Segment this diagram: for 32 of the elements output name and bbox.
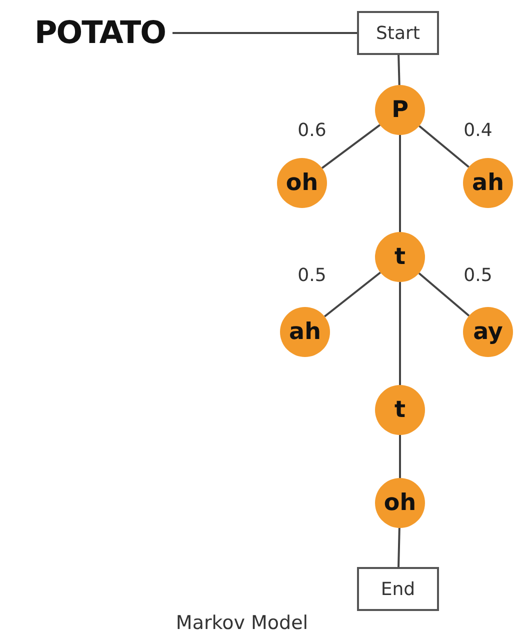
state-box	[357, 567, 439, 611]
state-circle	[375, 85, 425, 135]
connector-line	[399, 435, 401, 478]
state-label: oh	[384, 490, 416, 516]
connector-line	[399, 282, 401, 385]
connector-line	[398, 54, 400, 86]
state-label: ah	[289, 319, 321, 345]
connector-line	[418, 125, 470, 168]
word-label: POTATO	[34, 15, 166, 51]
state-label: P	[392, 97, 408, 123]
state-label: ay	[473, 319, 503, 345]
state-label: ah	[472, 170, 504, 196]
state-circle	[463, 158, 513, 208]
state-label: End	[380, 578, 416, 600]
connector-line	[398, 528, 400, 568]
state-circle	[277, 158, 327, 208]
state-circle	[463, 307, 513, 357]
connector-line	[172, 32, 357, 34]
state-box	[357, 11, 439, 55]
connector-line	[321, 124, 381, 169]
state-circle	[375, 478, 425, 528]
state-circle	[375, 385, 425, 435]
state-label: Start	[376, 22, 420, 44]
connector-line	[418, 272, 470, 317]
connector-line	[399, 135, 401, 232]
state-label: t	[394, 244, 406, 270]
caption: Markov Model	[176, 612, 308, 634]
connector-line	[324, 272, 381, 318]
state-circle	[375, 232, 425, 282]
state-circle	[280, 307, 330, 357]
state-label: oh	[286, 170, 318, 196]
state-label: t	[394, 397, 406, 423]
